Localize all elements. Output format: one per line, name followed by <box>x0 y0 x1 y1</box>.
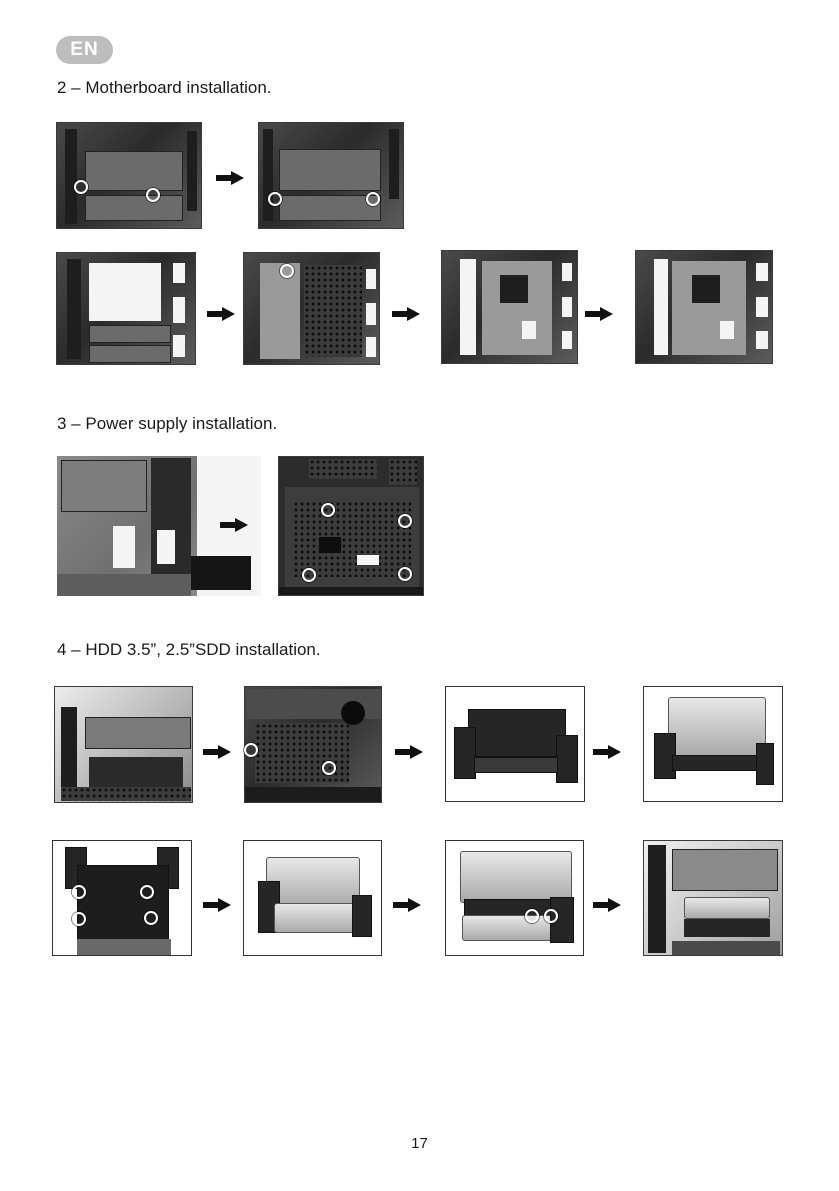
screw-ring-icon <box>398 567 412 581</box>
screw-ring-icon <box>244 743 258 757</box>
arrow-right-icon <box>593 898 621 912</box>
arrow-right-icon <box>203 745 231 759</box>
photo-drive-cage-release <box>244 686 382 803</box>
screw-ring-icon <box>525 909 539 923</box>
section-title-hdd-ssd: 4 – HDD 3.5”, 2.5”SDD installation. <box>57 640 321 659</box>
section-title-motherboard: 2 – Motherboard installation. <box>57 78 272 97</box>
screw-ring-icon <box>72 885 86 899</box>
screw-ring-icon <box>322 761 336 775</box>
photo-case-standoffs-after <box>258 122 404 229</box>
arrow-right-icon <box>393 898 421 912</box>
arrow-right-icon <box>585 307 613 321</box>
page-number: 17 <box>411 1135 428 1152</box>
arrow-right-icon <box>216 171 244 185</box>
arrow-right-icon <box>395 745 423 759</box>
screw-ring-icon <box>280 264 294 278</box>
screw-ring-icon <box>74 180 88 194</box>
arrow-right-icon <box>207 307 235 321</box>
photo-drive-cage-removed <box>445 686 585 802</box>
screw-ring-icon <box>302 568 316 582</box>
language-badge: EN <box>56 36 113 64</box>
photo-hdd-secured-screws <box>445 840 584 956</box>
screw-ring-icon <box>398 514 412 528</box>
screw-ring-icon <box>146 188 160 202</box>
screw-ring-icon <box>144 911 158 925</box>
arrow-right-icon <box>220 518 248 532</box>
photo-motherboard-screwed <box>635 250 773 364</box>
screw-ring-icon <box>544 909 558 923</box>
screw-ring-icon <box>140 885 154 899</box>
photo-drive-cage-in-case <box>54 686 193 803</box>
screw-ring-icon <box>366 192 380 206</box>
photo-hdd-in-cage <box>643 686 783 802</box>
photo-cage-bottom-screws <box>52 840 192 956</box>
arrow-right-icon <box>392 307 420 321</box>
arrow-right-icon <box>593 745 621 759</box>
section-title-power-supply: 3 – Power supply installation. <box>57 414 278 433</box>
photo-case-empty <box>56 252 196 365</box>
screw-ring-icon <box>321 503 335 517</box>
photo-motherboard-placed <box>441 250 578 364</box>
photo-io-shield-installed <box>243 252 380 365</box>
arrow-right-icon <box>203 898 231 912</box>
photo-hdd-ssd-stacked <box>243 840 382 956</box>
photo-case-standoffs-before <box>56 122 202 229</box>
screw-ring-icon <box>72 912 86 926</box>
photo-cage-reinstalled <box>643 840 783 956</box>
screw-ring-icon <box>268 192 282 206</box>
